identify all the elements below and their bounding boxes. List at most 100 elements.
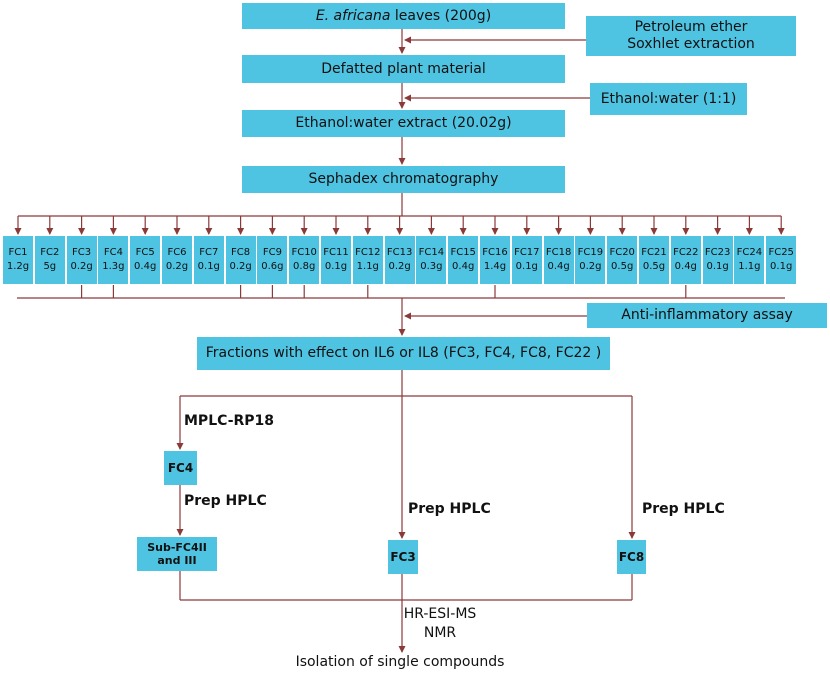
fraction-name: FC4 bbox=[103, 246, 123, 258]
fraction-name: FC15 bbox=[450, 246, 476, 258]
fraction-mass: 0.4g bbox=[547, 261, 570, 272]
fraction-mass: 0.2g bbox=[229, 261, 252, 272]
fraction-fc10: FC10 0.8g bbox=[289, 236, 320, 284]
fraction-mass: 0.4g bbox=[452, 261, 475, 272]
species-name: E. africana bbox=[315, 7, 391, 24]
petroleum-line-1: Petroleum ether bbox=[634, 19, 748, 36]
fraction-mass: 0.6g bbox=[261, 261, 284, 272]
fraction-fc25: FC25 0.1g bbox=[766, 236, 797, 284]
fraction-fc17: FC17 0.1g bbox=[511, 236, 542, 284]
defatted-box: Defatted plant material bbox=[242, 55, 565, 83]
fraction-fc15: FC15 0.4g bbox=[448, 236, 479, 284]
fraction-mass: 0.5g bbox=[611, 261, 634, 272]
fraction-fc7: FC7 0.1g bbox=[193, 236, 224, 284]
fraction-fc5: FC5 0.4g bbox=[130, 236, 161, 284]
fraction-fc3: FC3 0.2g bbox=[66, 236, 97, 284]
fraction-name: FC6 bbox=[167, 246, 187, 258]
fraction-mass: 0.2g bbox=[388, 261, 411, 272]
fraction-mass: 1.3g bbox=[102, 261, 125, 272]
fraction-name: FC16 bbox=[482, 246, 508, 258]
fraction-mass: 0.1g bbox=[197, 261, 220, 272]
fraction-name: FC1 bbox=[8, 246, 28, 258]
leaves-box: E. africana leaves (200g) bbox=[242, 3, 565, 29]
fraction-fc21: FC21 0.5g bbox=[639, 236, 669, 284]
hr-esi-ms-label: HR-ESI-MS bbox=[403, 606, 477, 622]
fraction-fc16: FC16 1.4g bbox=[480, 236, 510, 284]
fraction-name: FC21 bbox=[641, 246, 667, 258]
fraction-mass: 5g bbox=[43, 261, 57, 272]
fraction-mass: 1.1g bbox=[738, 261, 761, 272]
fraction-name: FC17 bbox=[514, 246, 540, 258]
prep-hplc-left-label: Prep HPLC bbox=[184, 493, 267, 509]
fraction-name: FC20 bbox=[609, 246, 635, 258]
fraction-fc20: FC20 0.5g bbox=[607, 236, 638, 284]
fraction-name: FC22 bbox=[673, 246, 699, 258]
fraction-mass: 0.8g bbox=[293, 261, 316, 272]
fraction-name: FC9 bbox=[262, 246, 282, 258]
fc8-box: FC8 bbox=[617, 540, 646, 574]
mplc-label: MPLC-RP18 bbox=[184, 413, 275, 429]
sub-fc4-line-1: Sub-FC4II bbox=[147, 540, 207, 554]
fraction-fc9: FC9 0.6g bbox=[257, 236, 288, 284]
fraction-name: FC13 bbox=[386, 246, 413, 258]
fraction-fc4: FC4 1.3g bbox=[98, 236, 129, 284]
sub-fc4-line-2: and III bbox=[157, 554, 197, 567]
fraction-name: FC23 bbox=[704, 246, 731, 258]
nmr-label: NMR bbox=[423, 625, 457, 641]
fraction-mass: 1.1g bbox=[356, 261, 379, 272]
fraction-fc19: FC19 0.2g bbox=[575, 236, 606, 284]
fraction-mass: 0.2g bbox=[165, 261, 189, 272]
fraction-mass: 0.2g bbox=[70, 261, 93, 272]
fraction-name: FC5 bbox=[135, 246, 155, 258]
leaves-amount: leaves (200g) bbox=[390, 7, 492, 24]
fraction-fc18: FC18 0.4g bbox=[543, 236, 574, 284]
fraction-mass: 0.1g bbox=[324, 261, 348, 272]
fraction-fc11: FC11 0.1g bbox=[321, 236, 351, 284]
fraction-name: FC10 bbox=[291, 246, 317, 258]
anti-inflammatory-assay-box: Anti-inflammatory assay bbox=[587, 303, 827, 328]
sub-fc4-box: Sub-FC4II and III bbox=[137, 537, 217, 571]
fraction-mass: 0.2g bbox=[579, 261, 602, 272]
fc4-box: FC4 bbox=[164, 451, 197, 485]
fraction-mass: 0.1g bbox=[515, 261, 538, 272]
fraction-mass: 0.1g bbox=[706, 261, 729, 272]
fraction-fc13: FC13 0.2g bbox=[384, 236, 415, 284]
extract-box: Ethanol:water extract (20.02g) bbox=[242, 110, 565, 137]
fraction-fc14: FC14 0.3g bbox=[416, 236, 447, 284]
fraction-fc23: FC23 0.1g bbox=[702, 236, 733, 284]
fraction-mass: 0.5g bbox=[642, 261, 666, 272]
fc3-box: FC3 bbox=[388, 540, 418, 574]
fraction-name: FC7 bbox=[199, 246, 219, 258]
fraction-mass: 0.4g bbox=[674, 261, 697, 272]
fraction-name: FC8 bbox=[231, 246, 251, 258]
prep-hplc-mid-label: Prep HPLC bbox=[408, 501, 491, 517]
fraction-name: FC19 bbox=[577, 246, 604, 258]
fractions-effect-box: Fractions with effect on IL6 or IL8 (FC3… bbox=[197, 337, 610, 370]
fraction-fc22: FC22 0.4g bbox=[670, 236, 701, 284]
fraction-name: FC25 bbox=[768, 246, 794, 258]
fraction-name: FC14 bbox=[418, 246, 445, 258]
fraction-name: FC11 bbox=[323, 246, 349, 258]
ethanol-water-box: Ethanol:water (1:1) bbox=[590, 83, 747, 115]
sephadex-box: Sephadex chromatography bbox=[242, 166, 565, 193]
petroleum-line-2: Soxhlet extraction bbox=[627, 36, 755, 52]
fraction-fc6: FC6 0.2g bbox=[162, 236, 192, 284]
fraction-mass: 0.4g bbox=[134, 261, 157, 272]
fraction-mass: 1.4g bbox=[483, 261, 507, 272]
fraction-name: FC18 bbox=[545, 246, 572, 258]
fraction-name: FC12 bbox=[355, 246, 381, 258]
isolation-label: Isolation of single compounds bbox=[295, 654, 505, 670]
fraction-name: FC24 bbox=[736, 246, 763, 258]
fraction-name: FC3 bbox=[72, 246, 92, 258]
fraction-fc1: FC1 1.2g bbox=[3, 236, 33, 284]
fraction-fc8: FC8 0.2g bbox=[225, 236, 256, 284]
fraction-mass: 0.1g bbox=[770, 261, 793, 272]
fraction-mass: 1.2g bbox=[6, 261, 30, 272]
fraction-name: FC2 bbox=[40, 246, 60, 258]
prep-hplc-right-label: Prep HPLC bbox=[642, 501, 725, 517]
petroleum-ether-box: Petroleum ether Soxhlet extraction bbox=[586, 16, 796, 56]
fraction-mass: 0.3g bbox=[420, 261, 443, 272]
